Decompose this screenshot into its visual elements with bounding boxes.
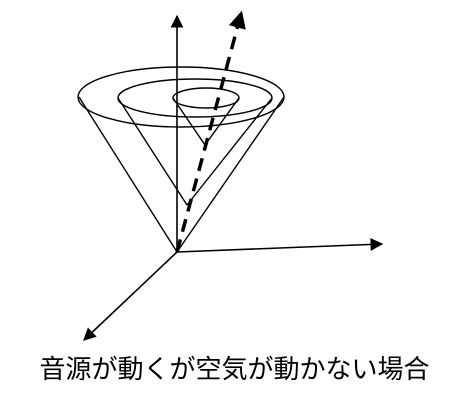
outer-cone-right-edge xyxy=(177,97,284,252)
outer-cone-rim xyxy=(78,67,284,127)
figure-caption: 音源が動くが空気が動かない場合 xyxy=(0,350,469,390)
outer-cone-left-edge xyxy=(79,97,177,252)
outer-cone xyxy=(78,67,284,252)
depth-axis xyxy=(84,252,177,340)
axes xyxy=(84,16,382,340)
middle-cone-rim xyxy=(118,79,272,117)
inner-cone-right-edge xyxy=(205,98,239,145)
middle-cone-right-edge xyxy=(187,98,272,205)
cones xyxy=(78,67,284,252)
dashed-arrow-icon xyxy=(177,14,241,252)
horizontal-axis xyxy=(177,244,382,252)
inner-cone-rim xyxy=(173,88,239,108)
